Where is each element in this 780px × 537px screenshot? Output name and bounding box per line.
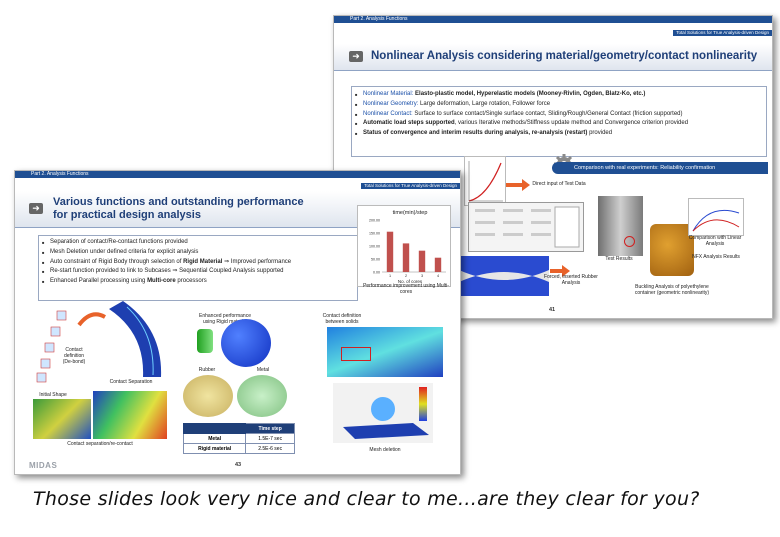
midas-logo: MIDAS (29, 461, 58, 470)
x-tick-label: 1 (389, 274, 391, 278)
enhanced-label: Enhanced performance using Rigid materia… (199, 313, 251, 325)
rubber-mesh (459, 256, 549, 296)
orange-arrow (77, 309, 107, 329)
list-item: Auto constraint of Rigid Body through se… (39, 258, 357, 268)
section-label: Part 2. Analysis Functions (31, 171, 89, 177)
red-arrow (550, 264, 570, 277)
mesh-deletion-label: Mesh deletion (369, 447, 401, 453)
test-photo (598, 196, 643, 256)
buckling-label: Buckling Analysis of polyethylene contai… (634, 284, 710, 296)
contact-definition-label: Contact definition (De-bond) (62, 347, 86, 365)
page-number: 43 (235, 462, 242, 468)
feature-list: Nonlinear Material: Elasto-plastic model… (351, 86, 767, 157)
metal-label: Metal (256, 367, 270, 373)
comparison-banner: Comparison with real experiments: Reliab… (552, 162, 768, 174)
bar (434, 257, 442, 272)
contact-solids-label: Contact definition between solids (322, 313, 362, 325)
x-axis-label: No. of cores (398, 279, 423, 284)
section-label: Part 2. Analysis Functions (350, 16, 408, 22)
slide-title: Various functions and outstanding perfor… (53, 196, 304, 221)
x-tick-label: 3 (421, 274, 423, 278)
y-tick-label: 50.00 (371, 258, 380, 262)
y-tick-label: 200.00 (369, 219, 380, 223)
contact-mesh (33, 307, 73, 387)
contact-box (341, 347, 371, 361)
y-tick-label: 100.00 (369, 245, 380, 249)
red-arrow (506, 178, 530, 191)
list-item: Automatic load steps supported, various … (352, 119, 766, 129)
list-item: Nonlinear Material: Elasto-plastic model… (352, 90, 766, 100)
stress-strain-plot (464, 156, 506, 206)
comparison-chart (688, 198, 744, 236)
bar (386, 231, 394, 272)
list-item: Nonlinear Contact: Surface to surface co… (352, 110, 766, 120)
y-tick-label: 150.00 (369, 232, 380, 236)
initial-shape-render (33, 399, 91, 439)
red-circle (624, 236, 635, 247)
seal-cross-section (103, 299, 169, 379)
metal-cup (237, 375, 287, 417)
rubber-cup (183, 375, 233, 417)
x-tick-label: 2 (405, 274, 407, 278)
bar-chart: time(min)/step No. of cores 200.00150.00… (369, 210, 446, 284)
comparison-label: Comparison with Linear Analysis (688, 235, 742, 247)
page-number: 41 (549, 307, 556, 313)
title-bar: ➜ Nonlinear Analysis considering materia… (334, 44, 772, 71)
bar (418, 250, 426, 272)
direct-input-label: Direct input of Test Data (532, 181, 586, 187)
list-item: Mesh Deletion under defined criteria for… (39, 248, 357, 258)
nfx-label: NFX Analysis Results (692, 254, 740, 260)
timestep-header: Time step (245, 423, 295, 434)
chart-title: time(min)/step (393, 210, 428, 216)
mesh-deletion-render (333, 383, 433, 443)
x-tick-label: 4 (437, 274, 439, 278)
contact-solids-render (327, 327, 443, 377)
section-bar: Part 2. Analysis Functions (15, 171, 460, 178)
separation-render (93, 391, 167, 439)
rigid-cylinder (197, 329, 213, 353)
list-item: Enhanced Parallel processing using Multi… (39, 277, 357, 287)
perf-label: Performance improvement using Multi-core… (363, 283, 449, 295)
separation-recontact-label: Contact separation/re-contact (67, 441, 133, 447)
arrow-icon: ➜ (29, 203, 43, 214)
arrow-icon: ➜ (349, 51, 363, 62)
slide-title: Nonlinear Analysis considering material/… (371, 50, 758, 62)
slide-various-functions: Part 2. Analysis Functions Total Solutio… (14, 170, 461, 475)
tagline: Total Solutions for True Analysis-driven… (673, 30, 772, 36)
contact-separation-label: Contact Separation (109, 379, 153, 385)
rubber-label: Forced, inserted Rubber Analysis (544, 274, 598, 286)
list-item: Re-start function provided to link to Su… (39, 267, 357, 277)
material-dialog (468, 202, 584, 252)
tagline: Total Solutions for True Analysis-driven… (361, 183, 460, 189)
container-render (650, 224, 694, 276)
section-bar: Part 2. Analysis Functions (334, 16, 772, 23)
rubber-label: Rubber (198, 367, 216, 373)
list-item: Status of convergence and interim result… (352, 129, 766, 139)
feature-list: Separation of contact/Re-contact functio… (38, 235, 358, 301)
y-tick-label: 0.00 (373, 271, 380, 275)
list-item: Separation of contact/Re-contact functio… (39, 238, 357, 248)
slide-nonlinear-analysis: Part 2. Analysis Functions Total Solutio… (333, 15, 773, 319)
bar (402, 243, 410, 272)
initial-shape-label: Initial Shape (39, 392, 67, 398)
test-results-label: Test Results (605, 256, 633, 262)
list-item: Nonlinear Geometry: Large deformation, L… (352, 100, 766, 110)
handwritten-caption: Those slides look very nice and clear to… (33, 488, 700, 510)
rigid-sphere (221, 319, 271, 367)
